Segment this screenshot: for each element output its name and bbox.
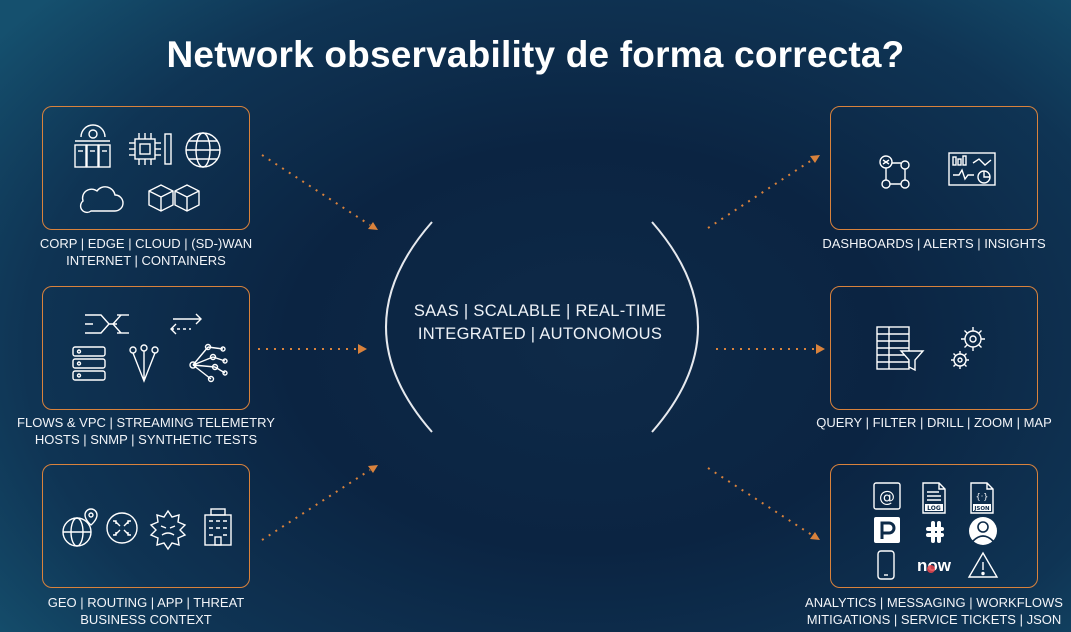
servicenow-wordmark: now [917, 556, 952, 575]
outputs-query-box [830, 286, 1038, 410]
arrowhead-bot-right [810, 532, 820, 540]
platform-summary: SAAS | SCALABLE | REAL-TIME INTEGRATED |… [400, 300, 680, 346]
outputs-query-caption: QUERY | FILTER | DRILL | ZOOM | MAP [816, 415, 1052, 430]
arrow-bot-right [707, 467, 813, 536]
sources-infrastructure-box [42, 106, 250, 230]
svg-text:@: @ [879, 487, 895, 506]
pagerduty-icon [874, 517, 900, 543]
tree-icon [129, 344, 159, 383]
platform-line-1: SAAS | SCALABLE | REAL-TIME [413, 302, 667, 320]
sources-context-caption: GEO | ROUTING | APP | THREAT BUSINESS CO… [47, 595, 245, 627]
building-icon [204, 508, 232, 546]
email-icon: @ [873, 482, 901, 510]
left-bracket [385, 221, 433, 433]
gears-icon [951, 327, 985, 369]
containers-icon [148, 184, 200, 212]
cloud-icon [79, 186, 124, 214]
json-file-label: JSON [973, 506, 990, 512]
outputs-dashboards-caption: DASHBOARDS | ALERTS | INSIGHTS [822, 236, 1046, 251]
sources-telemetry-caption: FLOWS & VPC | STREAMING TELEMETRY HOSTS … [17, 415, 275, 447]
dashboard-icon [948, 152, 996, 186]
platform-line-2: INTEGRATED | AUTONOMOUS [417, 325, 663, 343]
globe-icon [185, 132, 221, 168]
right-bracket [651, 221, 699, 433]
server-stack-icon [72, 346, 106, 381]
arrowhead-top-right [810, 155, 820, 163]
flow-icon [85, 314, 129, 334]
servicenow-logo: now [917, 556, 952, 575]
log-file-icon: LOG [922, 482, 946, 514]
router-icon [106, 512, 138, 544]
arrow-top-right [707, 159, 813, 229]
table-filter-icon [876, 326, 925, 372]
sources-telemetry-box [42, 286, 250, 410]
sources-context-box [42, 464, 250, 588]
arrow-bot-left [261, 469, 371, 541]
sources-infrastructure-caption: CORP | EDGE | CLOUD | (SD-)WAN INTERNET … [39, 236, 253, 268]
geo-globe-icon [62, 508, 98, 547]
mobile-icon [877, 550, 895, 580]
svg-text:{·}: {·} [976, 492, 989, 501]
arrow-top-left [261, 154, 371, 226]
warning-icon [967, 551, 999, 578]
arrowhead-bot-left [368, 465, 378, 473]
slack-icon [926, 521, 944, 543]
chip-icon [129, 133, 172, 165]
log-file-label: LOG [927, 505, 941, 512]
threat-icon [149, 509, 187, 551]
graph-nodes-icon [879, 155, 910, 189]
arrowhead-mid-right [816, 344, 825, 354]
page-title: Network observability de forma correcta? [166, 34, 905, 75]
network-graph-icon [189, 343, 228, 383]
arrowhead-top-left [368, 222, 378, 230]
outputs-dashboards-box [830, 106, 1038, 230]
arrowhead-mid-left [358, 344, 367, 354]
splunk-icon [969, 517, 997, 545]
json-file-icon: {·} JSON [970, 482, 994, 514]
outputs-integrations-caption: ANALYTICS | MESSAGING | WORKFLOWS MITIGA… [805, 595, 1063, 627]
datacenter-icon [74, 124, 111, 168]
outputs-integrations-box: @ LOG {·} JSON [830, 464, 1038, 588]
arrows-icon [170, 313, 202, 335]
